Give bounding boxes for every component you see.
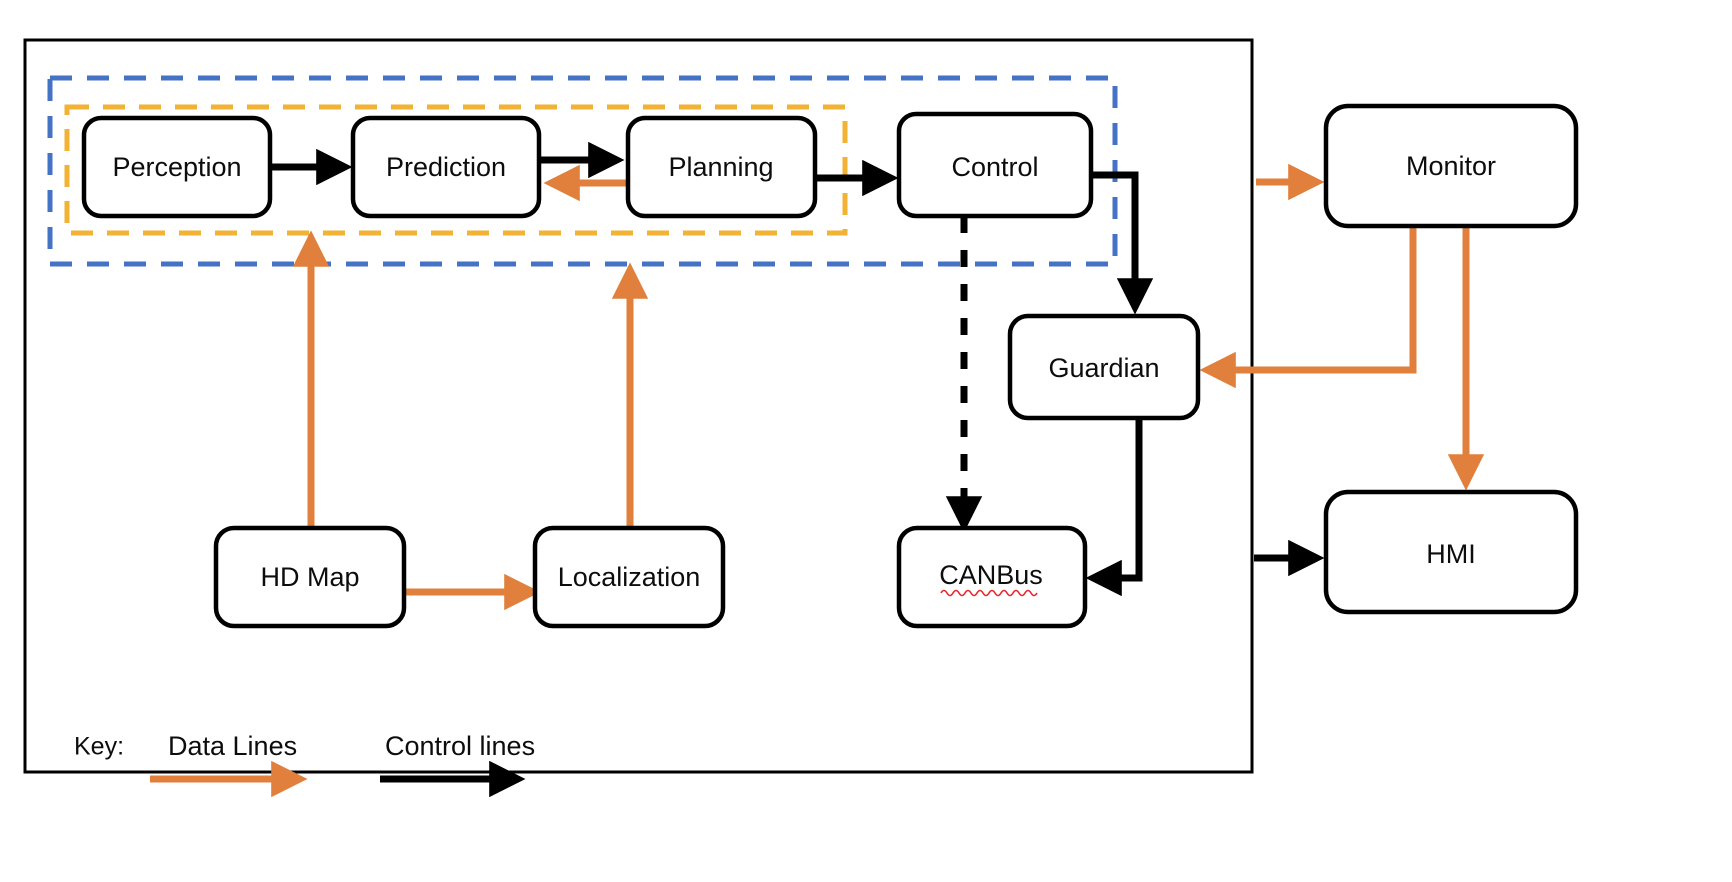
node-hmi-box[interactable] [1323,489,1579,615]
node-planning[interactable]: Planning [625,115,818,219]
node-hdmap[interactable]: HD Map [213,525,407,629]
node-prediction[interactable]: Prediction [350,115,542,219]
spellcheck-underline-icon [940,589,1038,597]
yellow-dashed-group [64,104,848,236]
node-hdmap-box[interactable] [213,525,407,629]
legend-control-lines-label: Control lines [385,731,535,761]
edge-guardian-to-canbus [1085,418,1143,597]
node-control[interactable]: Control [896,111,1094,219]
node-guardian-box[interactable] [1007,313,1201,421]
node-perception-box[interactable] [81,115,273,219]
node-canbus-label: CANBus [939,560,1043,590]
node-prediction-box[interactable] [350,115,542,219]
blue-dashed-group [47,75,1118,267]
node-guardian[interactable]: Guardian [1007,313,1201,421]
node-perception[interactable]: Perception [81,115,273,219]
node-monitor[interactable]: Monitor [1323,103,1579,229]
node-canbus-box[interactable] [896,525,1088,629]
node-canbus[interactable]: CANBus [896,525,1088,629]
node-planning-label: Planning [668,152,773,182]
node-hmi[interactable]: HMI [1323,489,1579,615]
node-localization-label: Localization [558,562,701,592]
node-perception-label: Perception [112,152,241,182]
node-monitor-label: Monitor [1406,151,1496,181]
edge-control-to-guardian [1090,171,1154,315]
node-localization-box[interactable] [532,525,726,629]
legend-key-label: Key: [74,733,124,761]
vehicle-boundary-frame [23,38,1254,774]
node-monitor-box[interactable] [1323,103,1579,229]
node-guardian-label: Guardian [1048,353,1159,383]
node-control-box[interactable] [896,111,1094,219]
node-control-label: Control [951,152,1038,182]
node-prediction-label: Prediction [386,152,506,182]
node-hmi-label: HMI [1426,539,1476,569]
node-hdmap-label: HD Map [260,562,359,592]
legend-data-lines-label: Data Lines [168,731,297,761]
node-localization[interactable]: Localization [532,525,726,629]
edge-monitor-to-guardian [1199,226,1417,389]
node-planning-box[interactable] [625,115,818,219]
